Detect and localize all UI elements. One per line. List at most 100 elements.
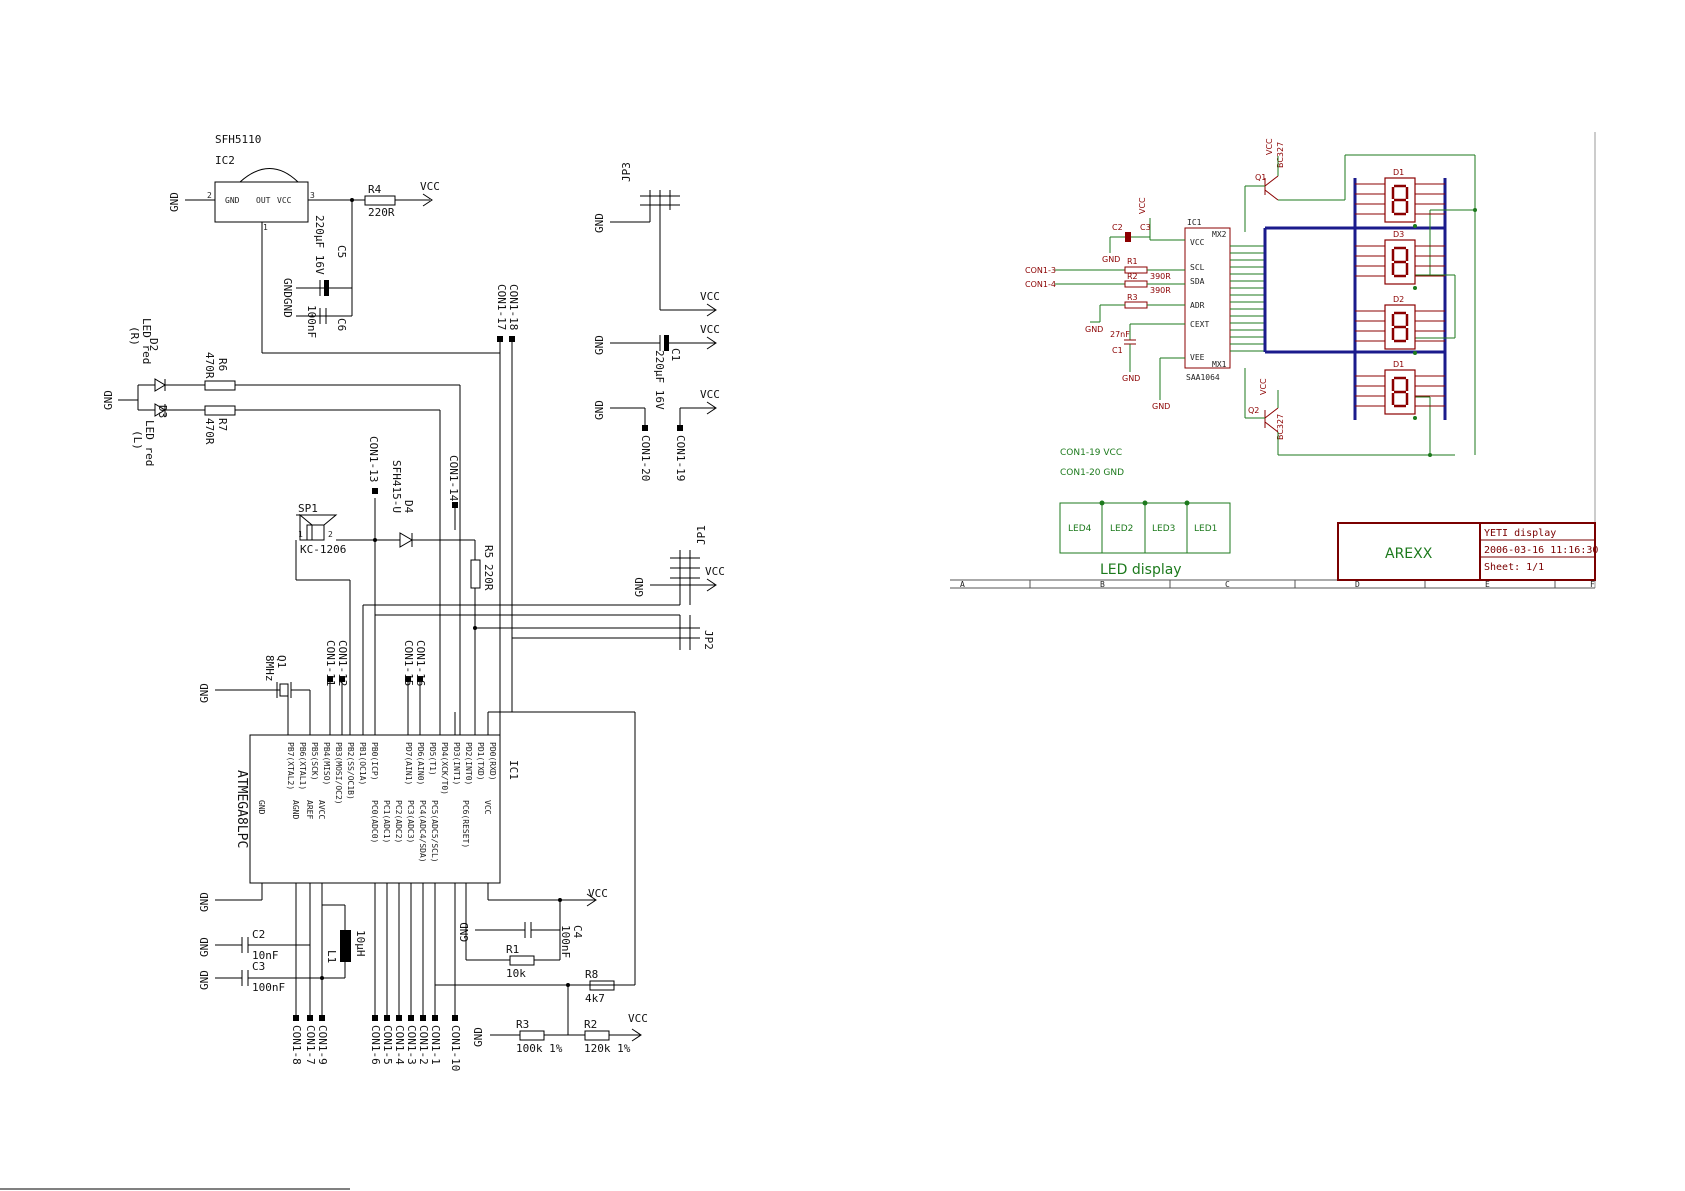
ic1-pin-bottom: AGND [291,800,300,819]
seven-seg-digit: D2 [1355,295,1445,355]
c3-ref: C3 [252,960,265,973]
tb-date: 2006-03-16 11:16:30 [1484,545,1598,556]
c4-ref: C4 [571,925,584,939]
led2-label: LED2 [1110,524,1133,534]
r3-ref: R3 [516,1018,529,1031]
saa-pin-mx1: MX1 [1212,360,1227,369]
ic1-pin-bottom: VCC [483,800,492,815]
ic1-pin-bottom: PC5(ADC5/SCL) [430,800,439,863]
jp1-ref: JP1 [695,525,708,545]
ic1-pin-right: PD4(XCK/T0) [440,742,449,795]
ic1-vcc: VCC [588,887,608,900]
ic1-pin-right: PD2(INT0) [464,742,473,785]
note-vcc: CON1-19 VCC [1060,448,1122,458]
jp3-ref: JP3 [620,162,633,182]
jp1-gnd: GND [633,577,646,597]
r1-body [509,955,535,966]
led-caption: LED display [1100,562,1182,578]
digit-node [1413,416,1417,420]
c1-ref-r: C1 [1112,346,1123,355]
saa1064-ic: IC1 SAA1064 VCC SCL SDA ADR CEXT VEE MX2… [1184,218,1265,382]
con1-4-label: CON1-4 [393,1025,406,1065]
q1-type-r: BC327 [1276,142,1285,168]
jp1-header: JP1 [670,525,708,605]
ic1-pin-left: PB0(ICP) [370,742,379,781]
ic1-pin-bottom: AREF [305,800,314,819]
ic1-pin-right: PD1(TXD) [476,742,485,781]
r3-gnd-r: GND [1085,325,1103,334]
digit-node [1413,351,1417,355]
r3-ref-r: R3 [1127,293,1138,302]
con1-10-label: CON1-10 [449,1025,462,1071]
con1-5-label: CON1-5 [381,1025,394,1065]
ic2-pin-gnd: GND [225,196,240,205]
ic1-pin-right: PD7(AIN1) [404,742,413,785]
c2-ref: C2 [252,928,265,941]
r1-ref: R1 [506,943,519,956]
r8-ref: R8 [585,968,598,981]
con1-12-label: CON1-12 [336,640,349,686]
l1-value: 10µH [354,930,367,957]
seven-seg-digit: D1 [1355,360,1445,420]
ic1-mcu: IC1 ATMEGA8LPC PB0(ICP)PB1(OC1A)PB2(SS/O… [234,734,520,884]
c1-vcc: VCC [700,323,720,336]
con1-14-label: CON1-14 [447,455,460,502]
tb-company: AREXX [1385,546,1433,562]
q1-vcc-r: VCC [1265,138,1274,155]
r6-body [204,380,236,391]
d3-ref: D3 [156,405,169,418]
ic1-pin-right: PD6(AIN0) [416,742,425,785]
r6-ref: R6 [216,358,229,371]
q2-transistor: Q2 BC327 VCC [1248,378,1285,440]
r3-value: 100k 1% [516,1042,563,1055]
tb-sheet: Sheet: 1/1 [1484,562,1544,573]
r3-gnd: GND [472,1027,485,1047]
led4-label: LED4 [1068,524,1092,534]
digit-segments [1391,376,1409,408]
title-block: AREXX YETI display 2006-03-16 11:16:30 S… [1337,522,1598,581]
con1-8-label: CON1-8 [290,1025,303,1065]
l1-ref: L1 [325,950,338,963]
r4-body [364,195,396,206]
r4-ref: R4 [368,183,382,196]
saa-pin-vee: VEE [1190,353,1205,362]
ic1-pin-bottom: AVCC [317,800,326,819]
c1-value: 220µF 16V [653,350,666,410]
d3-pos: (L) [131,430,144,450]
con1-7-label: CON1-7 [304,1025,317,1065]
digit-frame [1384,177,1416,223]
d2-ref: D2 [147,338,160,351]
ic2-pin-vcc: VCC [277,196,292,205]
vee-gnd-r: GND [1152,402,1170,411]
ic2-part: SFH5110 [215,133,261,146]
con1-19-label: CON1-19 [674,435,687,481]
r5-ref: R5 [482,545,495,558]
sp1-value: KC-1206 [300,543,346,556]
digit-segments [1391,246,1409,278]
c5-value: 220µF 16V [313,215,326,275]
con1-2-label: CON1-2 [417,1025,430,1065]
digit-label: D1 [1393,360,1404,369]
r2-value: 120k 1% [584,1042,631,1055]
jp2-header: JP2 [670,615,715,650]
c2-value: 10nF [252,949,279,962]
d2-value: LED red [140,318,153,364]
ic1-pin-bottom: PC2(ADC2) [394,800,403,843]
saa-ref: IC1 [1187,218,1202,227]
seven-seg-digit: D1 [1355,168,1445,228]
ic1-pin-bottom: PC3(ADC3) [406,800,415,843]
r2-ref-r: R2 [1127,272,1138,281]
jp3-gnd: GND [593,213,606,233]
digit-frame [1384,239,1416,285]
r1-ref-r: R1 [1127,257,1138,266]
con1-3-label: CON1-3 [405,1025,418,1065]
ic2-pin-out: OUT [256,196,271,205]
frame-col-label: E [1485,580,1490,589]
q1-value: 8MHz [263,655,276,682]
digit-node [1413,286,1417,290]
ic1-pin-bottom: PC4(ADC4/SDA) [418,800,427,863]
tb-title: YETI display [1484,528,1556,539]
con1-18-label: CON1-18 [507,284,520,330]
led3-label: LED3 [1152,524,1175,534]
note-gnd: CON1-20 GND [1060,468,1124,478]
